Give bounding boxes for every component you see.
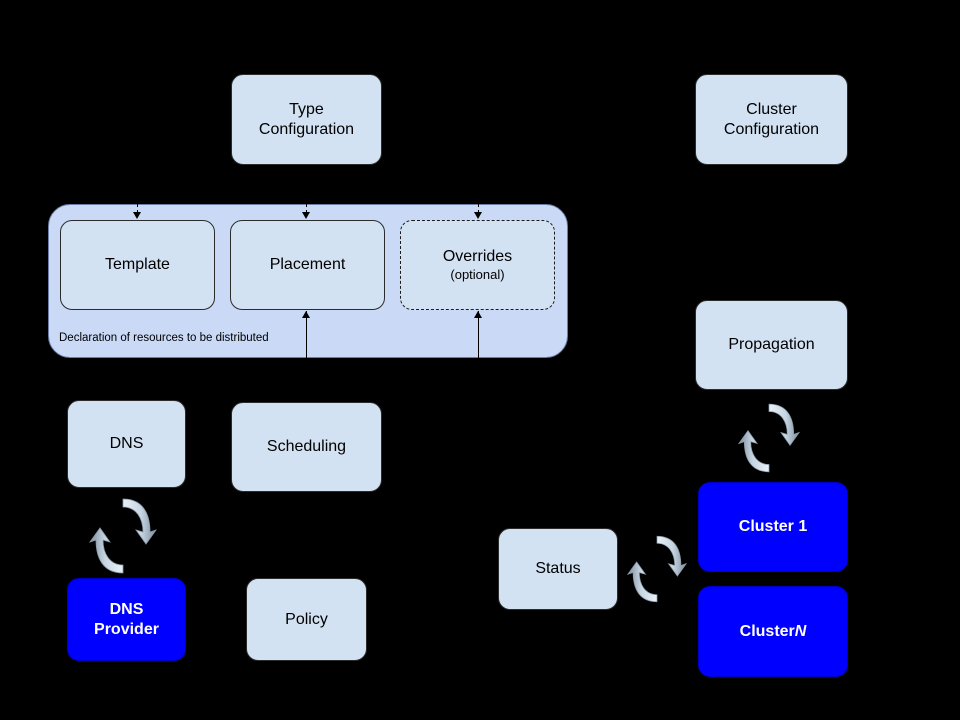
node-label: Template (105, 256, 170, 274)
group-divider-line-1 (306, 311, 307, 358)
arrowhead-template (133, 212, 141, 219)
node-label-suffix: N (794, 622, 807, 640)
node-template: Template (60, 220, 215, 310)
cycle-arrows-icon-dns (88, 496, 158, 576)
node-label: Overrides (442, 248, 513, 266)
node-dns: DNS (67, 400, 186, 488)
node-propagation: Propagation (695, 300, 848, 390)
arrowhead-placement-from-scheduling (302, 311, 310, 318)
node-label-prefix: Cluster (739, 622, 795, 640)
node-label: Placement (269, 256, 346, 274)
connector-typeconfig-template (137, 204, 138, 213)
connector-typeconfig-placement (306, 204, 307, 213)
node-dns-provider: DNS Provider (67, 578, 186, 661)
node-cluster-configuration: Cluster Configuration (695, 74, 848, 165)
group-caption: Declaration of resources to be distribut… (59, 332, 269, 344)
node-label: Status (535, 560, 581, 578)
group-divider-line-2 (478, 311, 479, 358)
node-placement: Placement (230, 220, 385, 310)
arrowhead-placement (302, 212, 310, 219)
node-label: DNS Provider (94, 600, 159, 638)
node-label: Propagation (728, 336, 815, 354)
node-label: Type Configuration (258, 100, 355, 138)
node-overrides: Overrides (optional) (400, 220, 555, 310)
node-label: Cluster 1 (738, 518, 808, 536)
node-label: Scheduling (266, 438, 347, 456)
arrowhead-overrides-from-policy (474, 311, 482, 318)
node-label: DNS (109, 435, 144, 453)
arrowhead-overrides (474, 212, 482, 219)
connector-typeconfig-overrides (478, 204, 479, 213)
node-cluster-n: Cluster N (698, 586, 848, 677)
cycle-arrows-icon-propagation (737, 398, 801, 478)
node-sublabel: (optional) (450, 266, 505, 282)
node-scheduling: Scheduling (231, 402, 382, 492)
node-label: Policy (285, 610, 328, 628)
node-policy: Policy (246, 578, 367, 661)
node-cluster-1: Cluster 1 (698, 482, 848, 572)
node-status: Status (498, 528, 618, 610)
cycle-arrows-icon-status (626, 527, 688, 611)
node-label: Cluster Configuration (723, 100, 820, 138)
node-type-configuration: Type Configuration (231, 74, 382, 165)
